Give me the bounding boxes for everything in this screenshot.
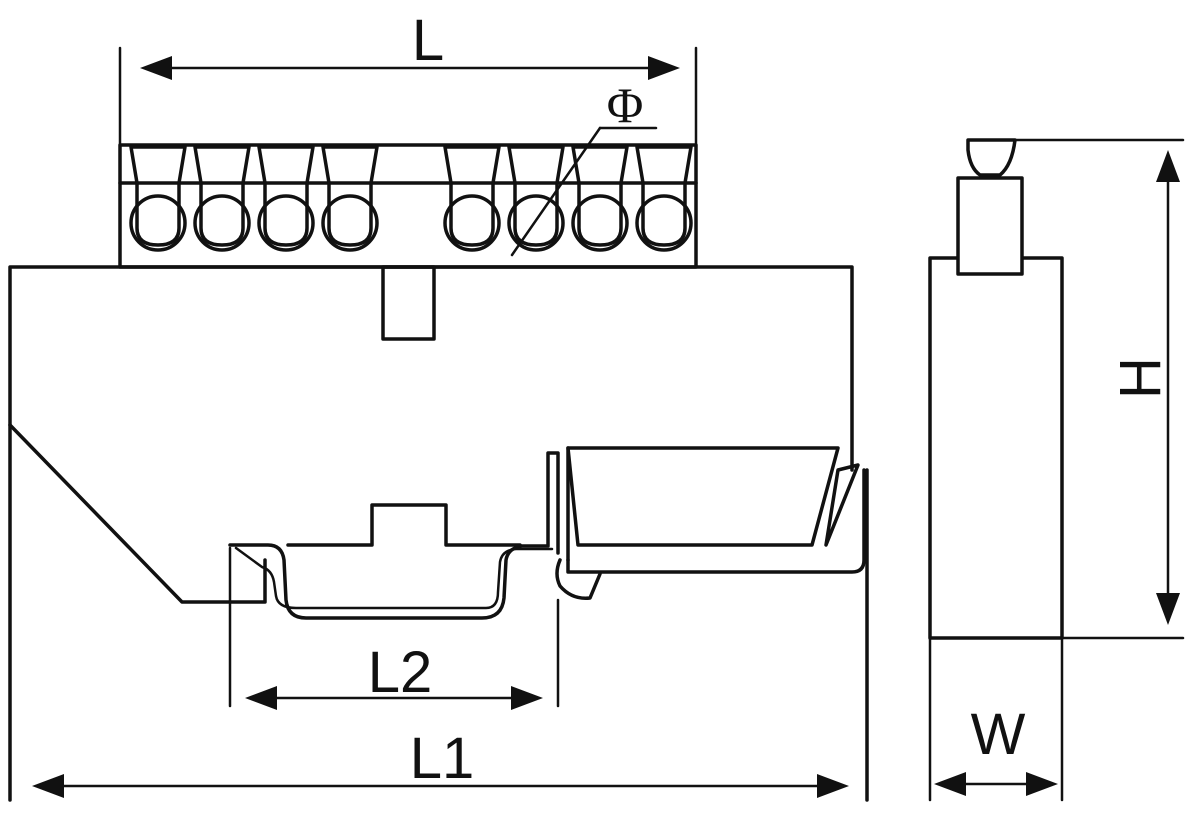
din-rail-clip-inner [234, 546, 554, 610]
housing-outline [8, 265, 854, 802]
terminal-row [129, 145, 693, 252]
terminal-screw [257, 145, 315, 252]
dimension-l: L [140, 8, 680, 80]
label-l1: L1 [410, 726, 475, 791]
label-l2: L2 [368, 640, 433, 705]
side-view: H W [928, 138, 1185, 802]
front-view: L Φ L2 L1 [8, 8, 869, 802]
clip-top-step [286, 503, 522, 547]
dimension-phi: Φ [510, 77, 658, 257]
latch-spring [824, 463, 860, 547]
terminal-screw [443, 145, 501, 252]
terminal-screw [321, 145, 379, 252]
terminal-screw [507, 145, 565, 252]
diagonal-edge [8, 423, 267, 604]
latch-base [566, 468, 866, 574]
center-tab [381, 265, 436, 341]
latch-hook [555, 558, 602, 600]
dimension-h: H [1108, 150, 1180, 625]
terminal-screw [635, 145, 693, 252]
terminal-screw [571, 145, 629, 252]
dimension-l2: L2 [245, 640, 543, 710]
release-latch [566, 446, 840, 547]
dimension-w: W [934, 702, 1058, 796]
label-h: H [1108, 357, 1173, 399]
terminal-screw [129, 145, 187, 252]
dimension-l1: L1 [32, 726, 849, 798]
side-terminal [956, 176, 1024, 276]
label-w: W [971, 702, 1026, 767]
label-l: L [412, 8, 444, 73]
label-phi: Φ [607, 77, 644, 133]
side-screw-head [966, 138, 1017, 177]
side-housing [928, 256, 1064, 640]
din-rail-clip-outer [228, 451, 560, 620]
terminal-screw [193, 145, 251, 252]
